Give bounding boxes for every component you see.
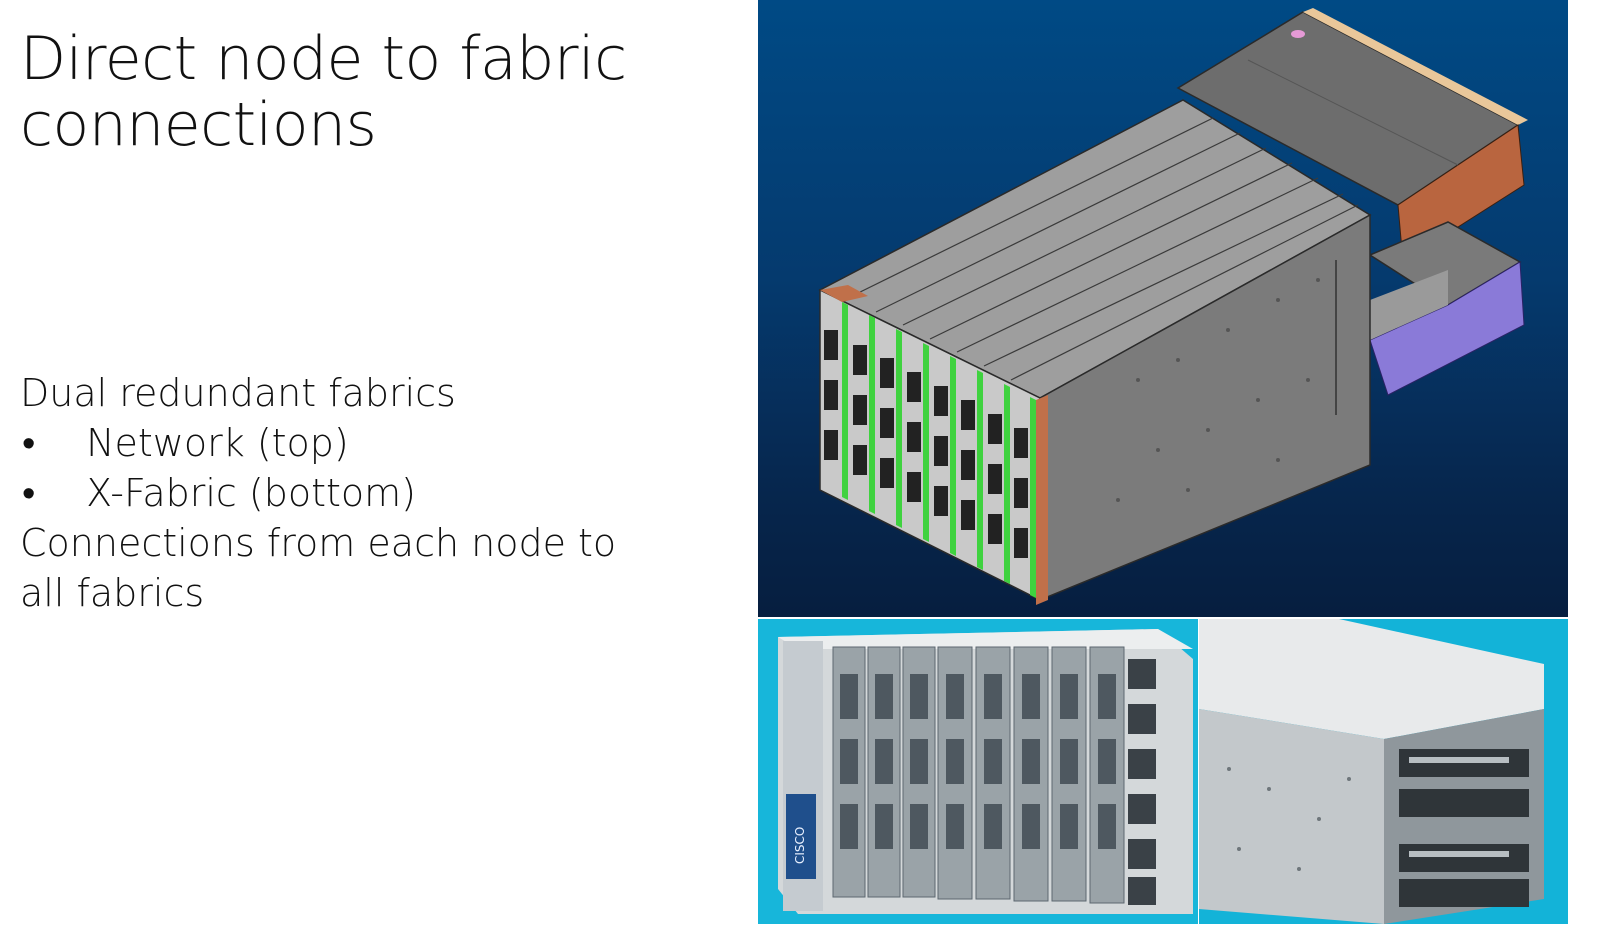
slide-title: Direct node to fabric connections — [20, 26, 720, 158]
chassis-rear-photo — [1199, 619, 1568, 924]
bullet-item-network: • Network (top) — [20, 418, 720, 468]
bullet-label: X-Fabric (bottom) — [86, 471, 416, 515]
bullet-item-xfabric: • X-Fabric (bottom) — [20, 468, 720, 518]
x-fabric-module — [1368, 221, 1525, 396]
main-chassis — [818, 99, 1372, 605]
compute-node-slots — [820, 285, 1048, 605]
chassis-render-illustration — [818, 8, 1528, 605]
cisco-logo-text: CISCO — [793, 827, 807, 864]
bullet-label: Network (top) — [86, 421, 349, 465]
body-paragraph-line-2: all fabrics — [20, 571, 205, 615]
title-line-1: Direct node to fabric — [20, 24, 627, 94]
bullet-icon: • — [22, 471, 36, 515]
chassis-front-illustration: CISCO — [778, 629, 1193, 914]
chassis-rear-illustration — [1199, 619, 1544, 924]
bullet-icon: • — [22, 421, 36, 465]
chassis-front-photo: CISCO — [758, 619, 1198, 924]
network-fabric-module — [1176, 8, 1528, 263]
body-heading: Dual redundant fabrics — [20, 371, 456, 415]
cad-render-image — [758, 0, 1568, 617]
body-paragraph-line-1: Connections from each node to — [20, 521, 617, 565]
slide-body: Dual redundant fabrics • Network (top) •… — [20, 368, 720, 618]
title-line-2: connections — [20, 90, 377, 160]
